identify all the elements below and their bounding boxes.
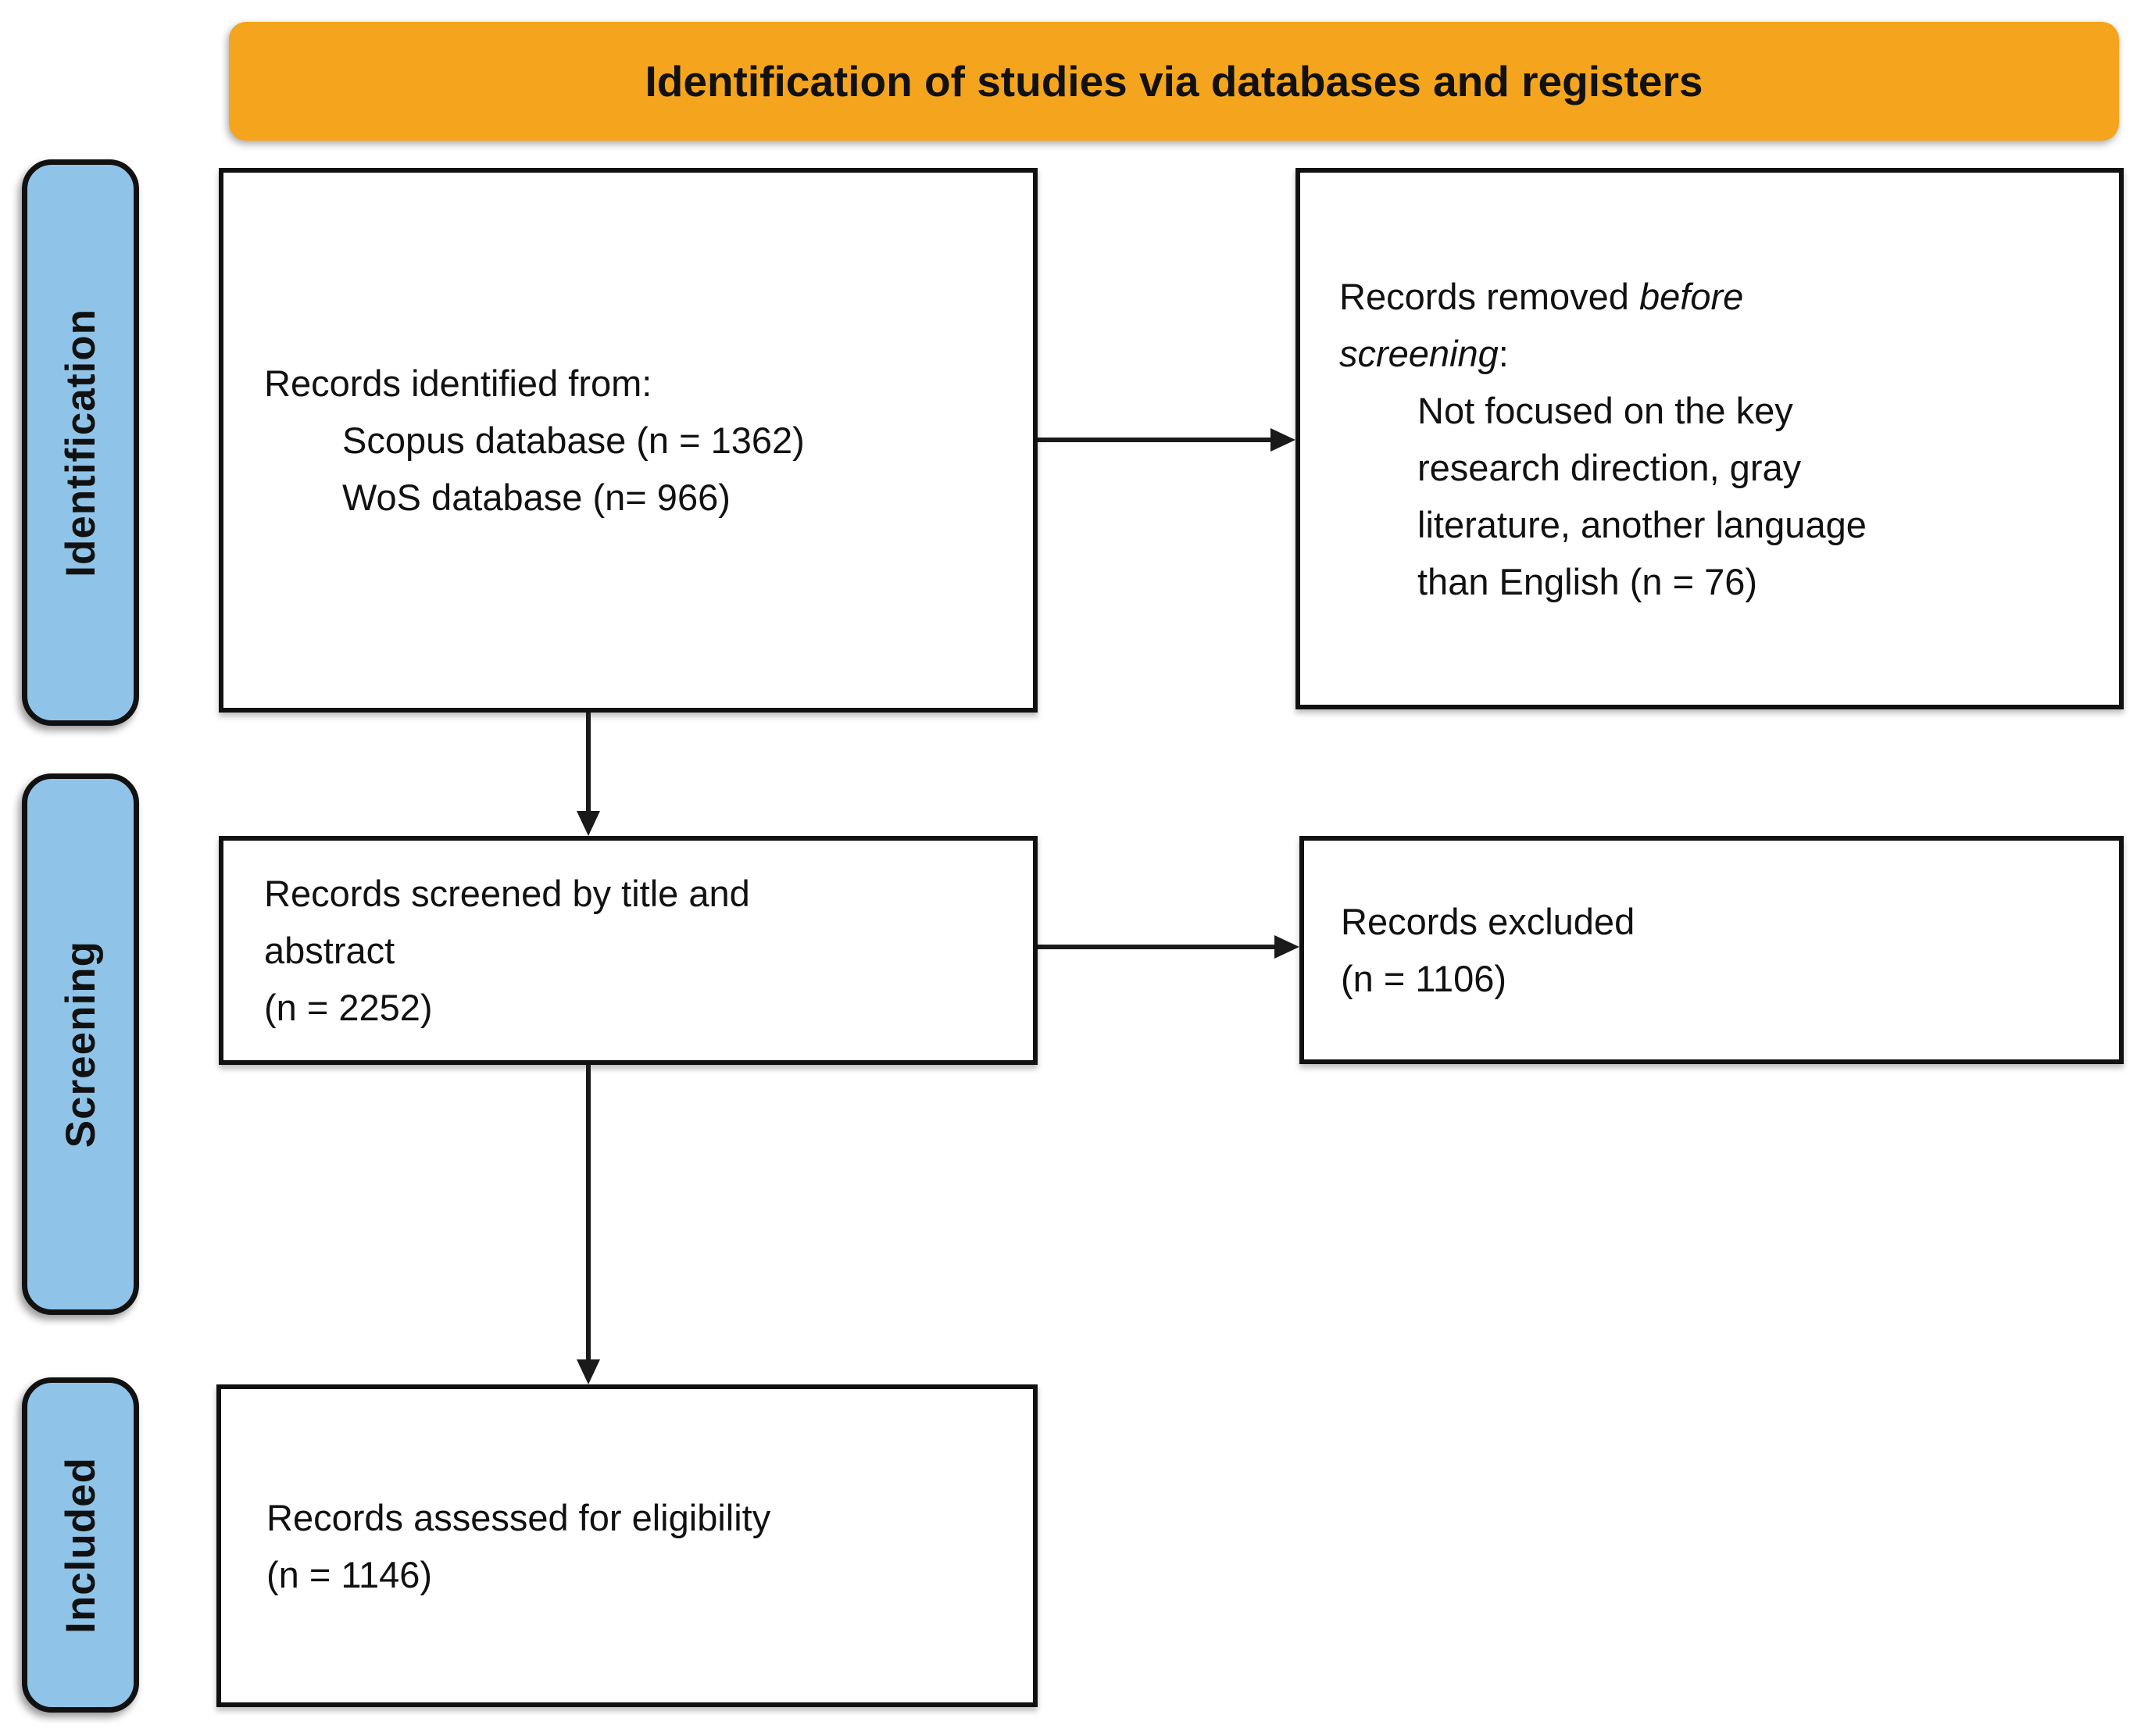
arrow-identified-to-screened-line — [586, 713, 591, 813]
records-removed-reason: Not focused on the key research directio… — [1417, 389, 1867, 602]
records-screened-text: Records screened by title and abstract (… — [264, 873, 750, 1028]
arrow-identified-to-screened-head-icon — [577, 811, 600, 836]
box-records-removed: Records removed before screening: Not foc… — [1295, 168, 2124, 709]
box-records-excluded: Records excluded (n = 1106) — [1299, 836, 2124, 1064]
diagram-header-banner: Identification of studies via databases … — [229, 22, 2119, 141]
box-records-assessed: Records assessed for eligibility (n = 11… — [216, 1384, 1038, 1707]
records-removed-suffix: : — [1498, 332, 1509, 374]
stage-label-included-text: Included — [57, 1456, 104, 1634]
records-removed-italic-1: before — [1639, 275, 1744, 317]
records-identified-sources: Scopus database (n = 1362) WoS database … — [342, 420, 805, 518]
arrow-screened-to-excluded-head-icon — [1274, 935, 1299, 959]
stage-label-identification-text: Identification — [57, 308, 104, 577]
records-excluded-text: Records excluded (n = 1106) — [1341, 901, 1635, 999]
stage-label-screening: Screening — [22, 773, 139, 1315]
arrow-screened-to-assessed-line — [586, 1065, 591, 1361]
diagram-header-title: Identification of studies via databases … — [645, 57, 1703, 105]
records-removed-italic-2: screening — [1339, 332, 1499, 374]
arrow-screened-to-excluded-line — [1038, 945, 1276, 949]
box-records-screened: Records screened by title and abstract (… — [219, 836, 1038, 1065]
records-removed-prefix: Records removed — [1339, 275, 1639, 317]
records-identified-intro: Records identified from: — [264, 363, 652, 404]
arrow-screened-to-assessed-head-icon — [577, 1359, 600, 1384]
arrow-identified-to-removed-head-icon — [1270, 428, 1295, 452]
stage-label-identification: Identification — [22, 159, 139, 726]
box-records-identified: Records identified from: Scopus database… — [219, 168, 1038, 713]
stage-label-included: Included — [22, 1377, 139, 1713]
arrow-identified-to-removed-line — [1038, 438, 1272, 442]
records-assessed-text: Records assessed for eligibility (n = 11… — [266, 1496, 771, 1595]
records-removed-intro: Records removed before screening: — [1339, 268, 2103, 382]
stage-label-screening-text: Screening — [57, 940, 104, 1148]
